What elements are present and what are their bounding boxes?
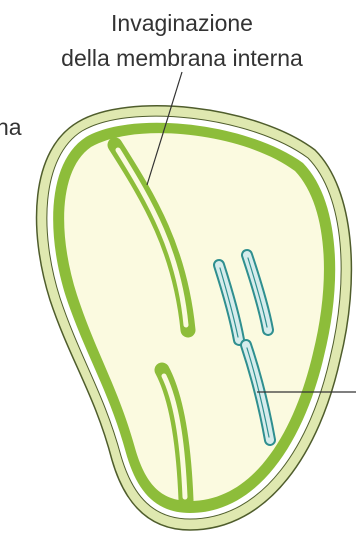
clipped-left-label: na	[0, 114, 22, 140]
invagination-label-line2: della membrana interna	[61, 45, 303, 71]
invagination-label-line1: Invaginazione	[111, 10, 253, 36]
